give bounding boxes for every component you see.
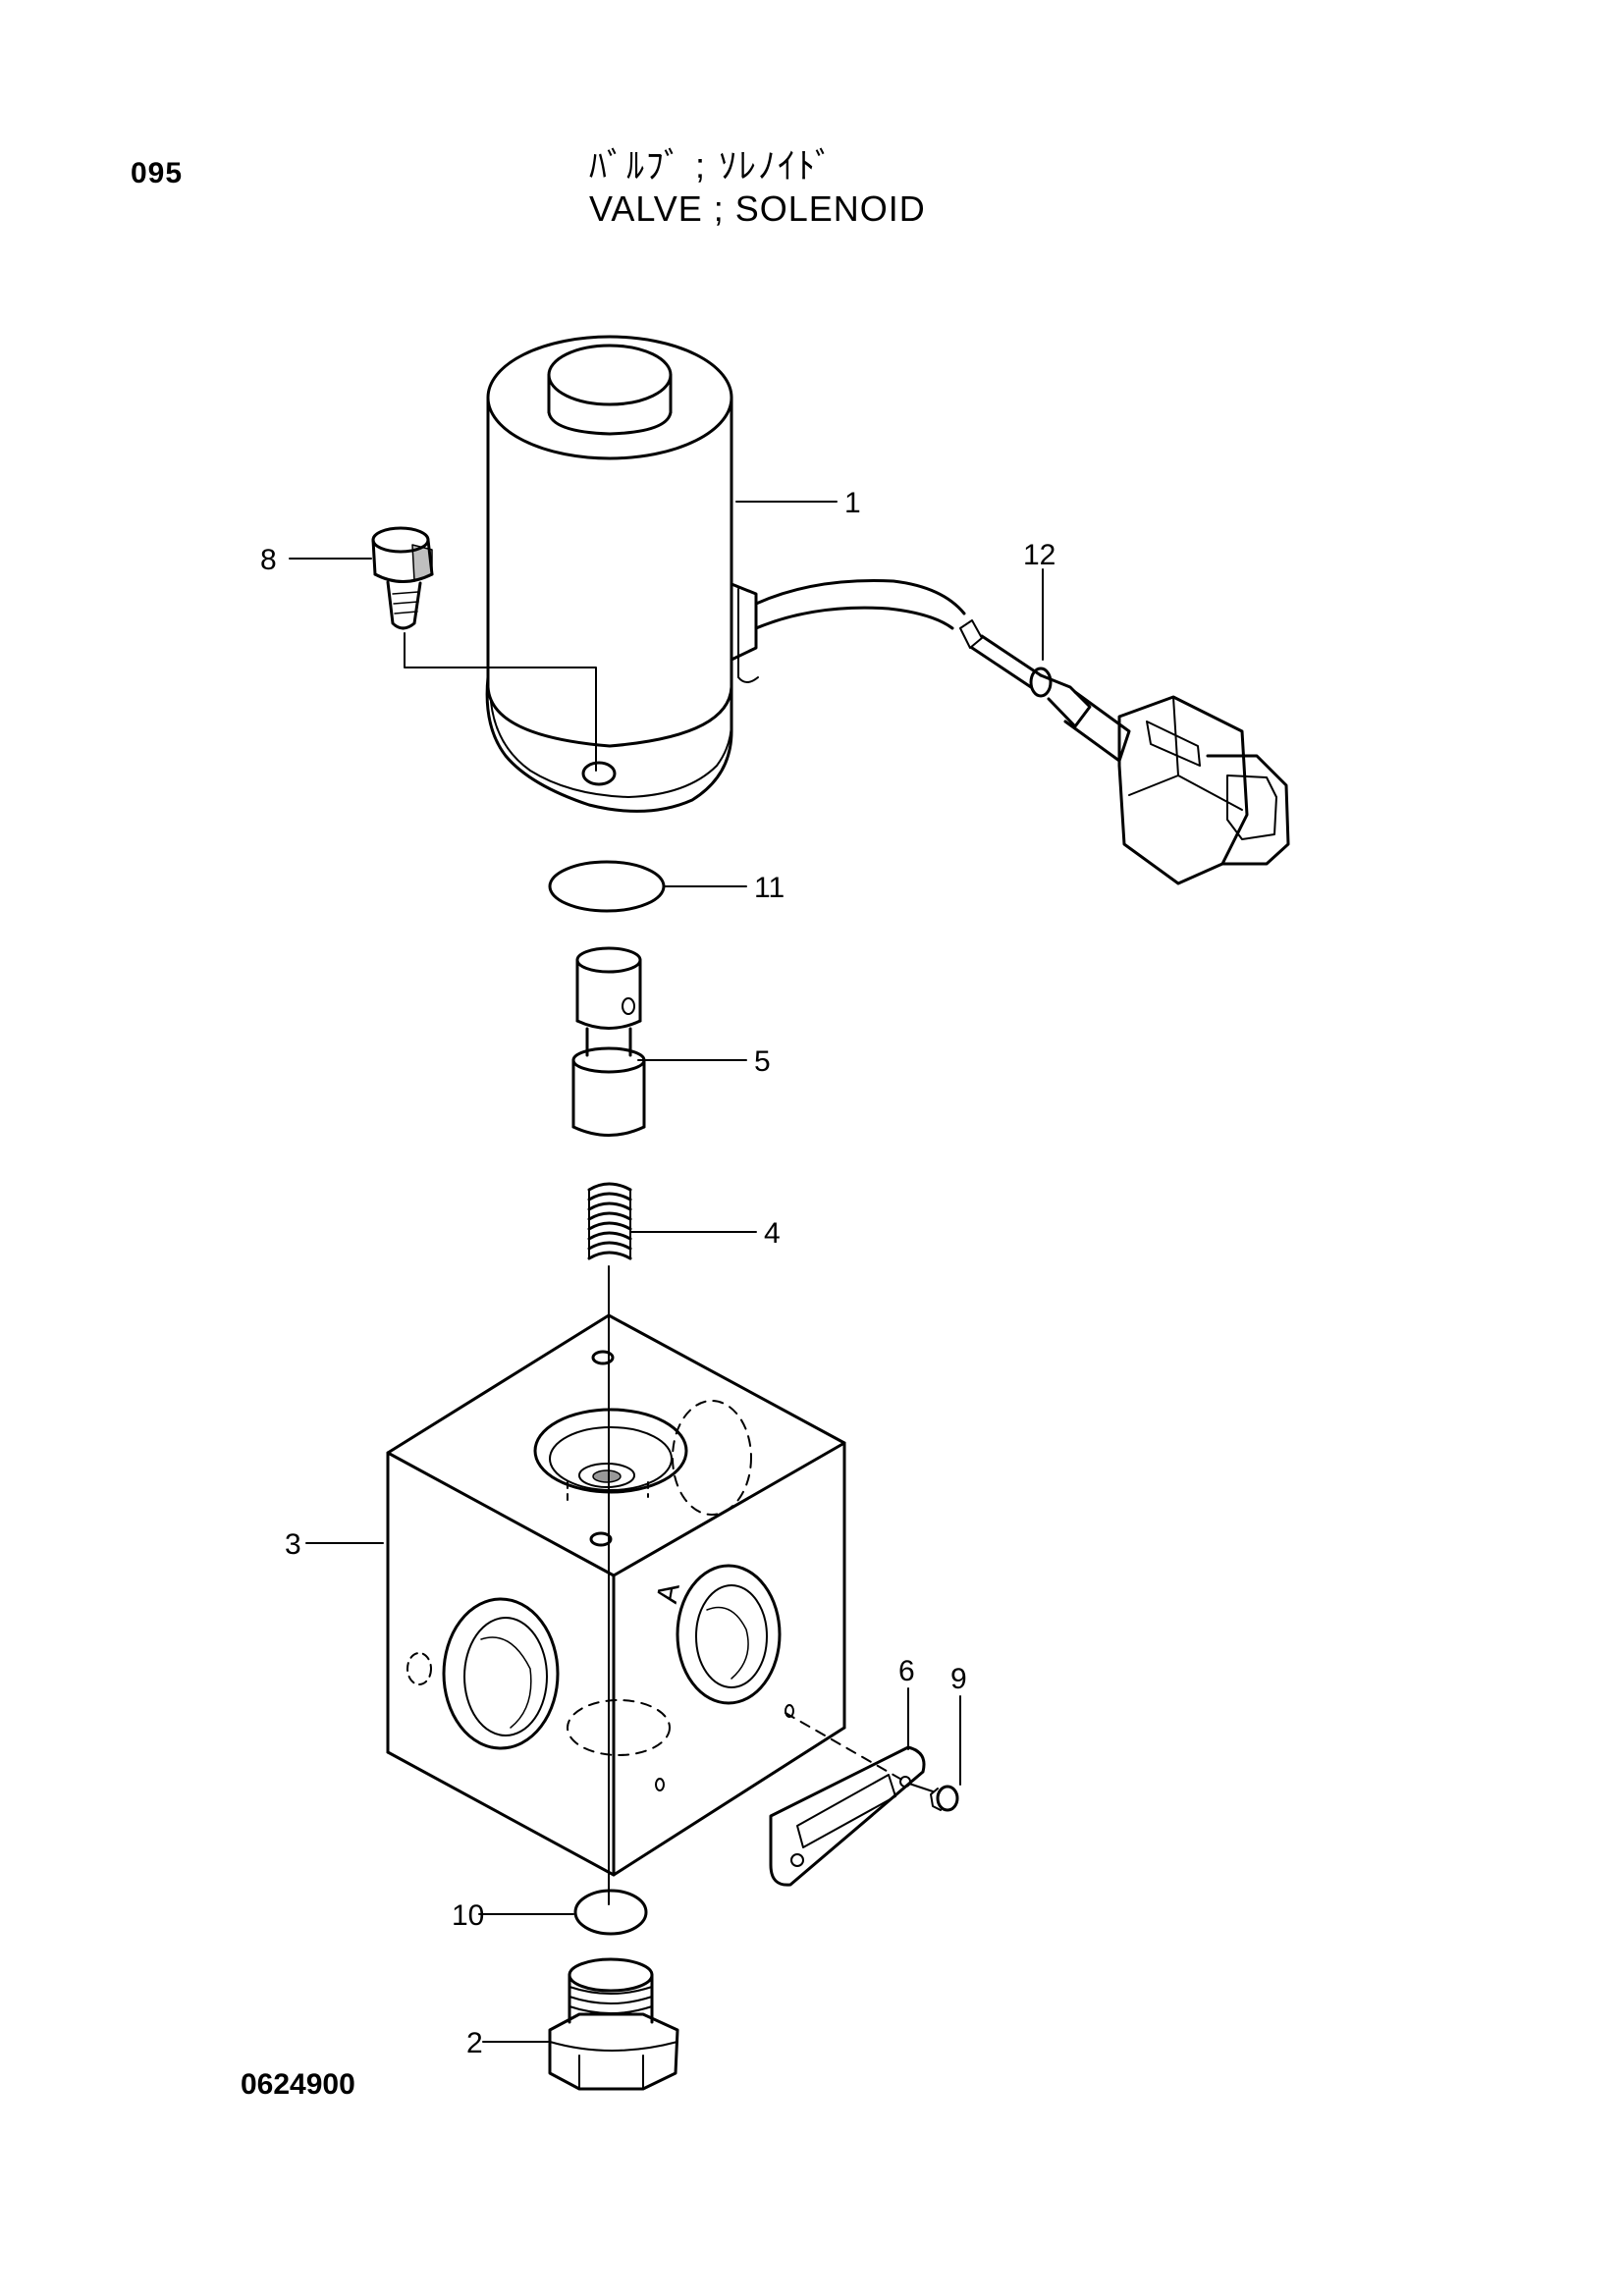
- wire-harness-connector: [754, 579, 1290, 885]
- callout-4: 4: [764, 1217, 781, 1250]
- callout-leaders: [289, 501, 1044, 2043]
- callout-2: 2: [466, 2027, 483, 2059]
- page-number: 095: [131, 157, 184, 189]
- exploded-centerlines: [404, 632, 610, 1905]
- callout-12: 12: [1023, 539, 1056, 571]
- name-plate: [769, 1712, 926, 1887]
- plate-screw: [908, 1783, 959, 1812]
- callout-numbers: 1 8 12 11 5 4 3 6 9 10 2: [260, 487, 1056, 2059]
- callout-3: 3: [285, 1528, 301, 1561]
- title-japanese: ﾊﾞﾙﾌﾞ ; ｿﾚﾉｲﾄﾞ: [589, 145, 836, 186]
- callout-9: 9: [950, 1663, 967, 1695]
- valve-block: [386, 1313, 846, 1877]
- port-plug: [548, 1957, 679, 2091]
- coil-spring: [587, 1182, 632, 1260]
- title-english: VALVE ; SOLENOID: [589, 188, 926, 229]
- callout-5: 5: [754, 1045, 771, 1078]
- callout-10: 10: [452, 1899, 484, 1932]
- solenoid-coil: [485, 335, 759, 813]
- socket-head-bolt: [371, 526, 434, 630]
- o-ring-lower: [573, 1889, 648, 1936]
- callout-11: 11: [754, 872, 785, 904]
- spool-poppet: [571, 946, 646, 1137]
- callout-6: 6: [898, 1655, 915, 1687]
- callout-8: 8: [260, 544, 277, 576]
- drawing-number: 0624900: [241, 2068, 355, 2101]
- callout-1: 1: [844, 487, 861, 519]
- port-a-label: A: [651, 1580, 686, 1605]
- o-ring-upper: [548, 860, 666, 913]
